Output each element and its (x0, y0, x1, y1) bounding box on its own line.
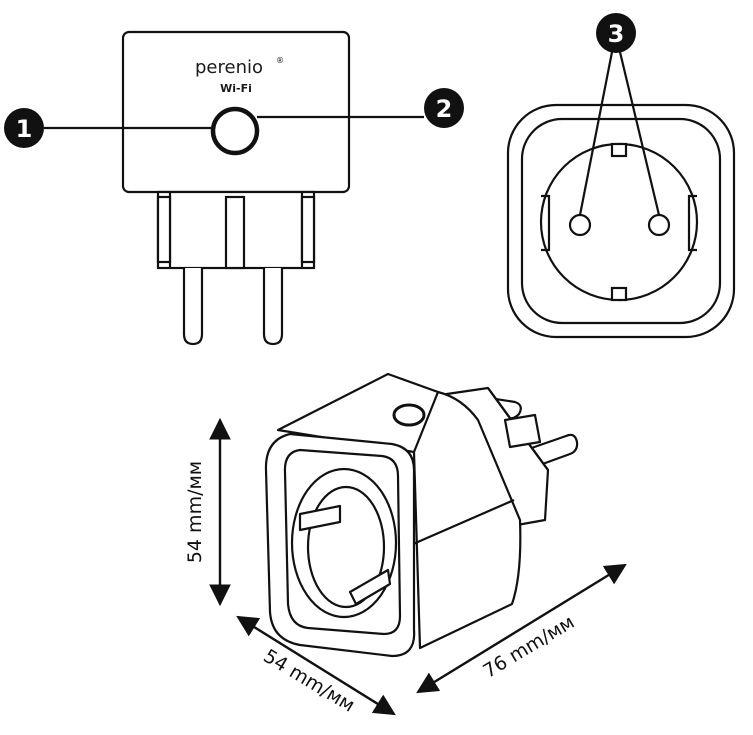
socket-outer-frame (506, 103, 736, 339)
callout-2-label: 2 (436, 95, 453, 123)
earth-clip-right (300, 195, 316, 264)
depth-dimension-label: 54 mm/мм (260, 645, 359, 717)
callout-3: 3 (578, 13, 661, 216)
socket-hole-left (568, 213, 592, 237)
socket-face-view (506, 103, 736, 339)
isometric-view (264, 372, 579, 658)
pin-left (182, 268, 204, 346)
front-view (121, 30, 351, 346)
callout-1: 1 (4, 108, 213, 148)
callout-3-label: 3 (608, 20, 625, 48)
brand-logo: perenio (195, 57, 263, 78)
socket-hole-right (647, 213, 671, 237)
brand-trademark: ® (276, 56, 284, 65)
earth-clip-left (156, 195, 172, 264)
iso-power-button (392, 403, 426, 427)
pin-right (262, 268, 284, 346)
dimension-arrows (209, 417, 627, 716)
callout-2: 2 (257, 88, 464, 128)
length-arrow (416, 563, 627, 694)
depth-arrow (236, 615, 396, 716)
length-dimension-label: 76 mm/мм (479, 611, 578, 683)
callout-1-label: 1 (16, 115, 33, 143)
socket-inner-frame (520, 117, 722, 325)
height-dimension-label: 54 mm/мм (184, 461, 206, 563)
power-button (210, 106, 260, 156)
socket-recess (539, 142, 699, 302)
wifi-label: Wi-Fi (220, 82, 252, 95)
